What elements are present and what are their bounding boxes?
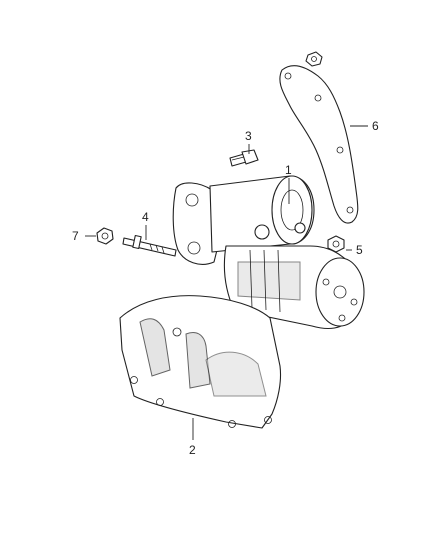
- callout-6: 6: [372, 119, 379, 133]
- callout-7: 7: [72, 229, 79, 243]
- bracket-icon[interactable]: [279, 65, 359, 224]
- callout-3: 3: [245, 129, 252, 143]
- heat-shield-icon[interactable]: [119, 295, 282, 429]
- callout-1: 1: [285, 163, 292, 177]
- callout-4: 4: [142, 210, 149, 224]
- callout-5: 5: [356, 243, 363, 257]
- starter-motor-icon[interactable]: [172, 175, 365, 330]
- nut-icon[interactable]: [327, 235, 345, 253]
- nut-icon[interactable]: [96, 227, 114, 245]
- nut-icon[interactable]: [305, 51, 323, 67]
- callout-2: 2: [189, 443, 196, 457]
- stud-icon[interactable]: [122, 234, 177, 257]
- bolt-icon[interactable]: [229, 149, 259, 167]
